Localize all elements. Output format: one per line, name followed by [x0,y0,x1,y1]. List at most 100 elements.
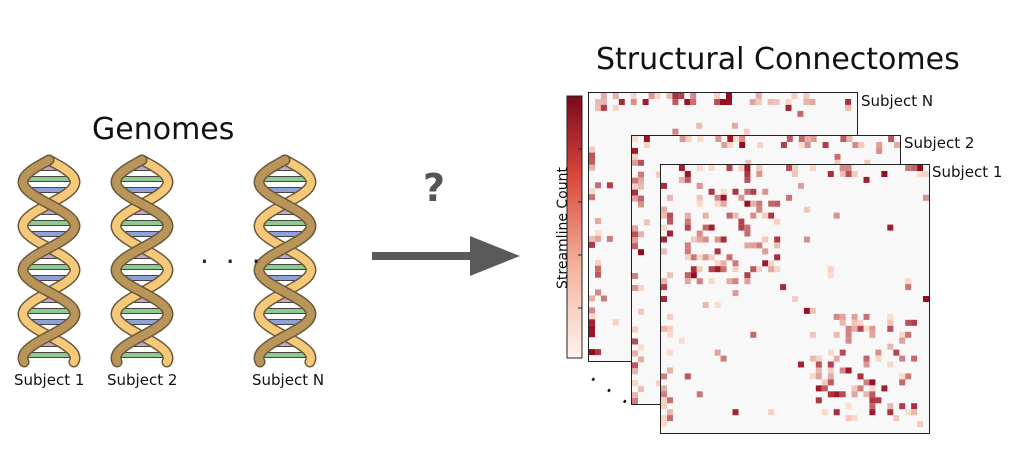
heatmap-cell [863,379,870,386]
heatmap-cell [827,361,834,368]
heatmap-cell [684,242,691,249]
heatmap-cell [684,218,691,225]
heatmap-cell [797,110,804,117]
heatmap-cell [738,194,745,201]
heatmap-cell [696,200,703,207]
heatmap-cell [679,136,686,142]
heatmap-cell [905,165,912,171]
heatmap-cell [612,93,619,99]
heatmap-cell [911,355,918,362]
heatmap-cell [632,225,638,232]
heatmap-cell [869,409,876,416]
heatmap-cell [661,373,667,380]
heatmap-cell [595,235,601,242]
heatmap-cell [857,373,864,380]
heatmap-cell [827,391,834,398]
heatmap-cell [750,266,757,273]
arrow-head [470,236,520,276]
heatmap-cell [845,337,852,344]
heatmap-cell [667,325,673,332]
heatmap-cell [672,128,679,135]
heatmap-cell [632,189,638,196]
heatmap-cell [595,218,601,225]
heatmap-cell [833,212,840,219]
heatmap-cell [815,355,822,362]
heatmap-cell [727,136,734,142]
heatmap-cell [756,200,763,207]
heatmap-cell [720,200,727,207]
heatmap-cell [756,266,763,273]
heatmap-cell [595,259,601,266]
heatmap-cell [917,165,924,171]
dna-strand [111,156,173,366]
heatmap-cell [595,99,601,105]
heatmap-cell [785,99,792,105]
heatmap-cell [887,403,894,410]
heatmap-cell [768,409,775,416]
heatmap-cell [774,266,781,273]
heatmap-cell [638,201,644,208]
heatmap-cell [744,176,751,183]
heatmap-cell [612,104,619,111]
heatmap-cell [840,136,847,142]
heatmap-cell [767,99,774,105]
heatmap-cell [798,182,804,189]
heatmap-cell [600,295,607,302]
heatmap-cell [690,236,697,243]
heatmap-cell [810,136,817,142]
heatmap-cell [863,176,870,183]
heatmap-cell [744,188,751,195]
heatmap-cell [696,122,703,129]
heatmap-cell [809,307,816,314]
heatmap-cell [642,99,649,105]
heatmap-cell [714,93,721,99]
heatmap-cell [851,313,858,320]
connectome-subject-label: Subject 2 [904,134,975,152]
heatmap-cell [762,188,769,195]
heatmap-cell [869,403,876,410]
heatmap-cell [845,325,852,332]
heatmap-cell [821,379,828,386]
heatmap-cell [750,212,757,219]
heatmap-cell [684,254,691,261]
heatmap-cell [911,409,918,416]
heatmap-cell [827,272,834,279]
heatmap-cell [684,248,691,255]
heatmap-cell [786,136,793,142]
heatmap-cell [720,236,727,243]
heatmap-cell [845,415,852,422]
heatmap-cell [899,337,906,344]
heatmap-cell [684,278,691,285]
heatmap-cell [876,147,883,154]
heatmap-cell [667,349,673,356]
heatmap-cell [774,254,781,261]
heatmap-cell [595,289,601,296]
heatmap-cell [864,159,871,166]
heatmap-cell [667,194,673,201]
heatmap-cell [905,409,912,416]
heatmap-cell [638,231,644,238]
heatmap-cell [702,254,709,261]
heatmap-cell [888,136,895,142]
heatmap-cell [661,284,667,291]
heatmap-cell [661,248,667,255]
heatmap-cell [684,272,691,279]
heatmap-cell [845,367,852,374]
heatmap-cell [809,165,816,171]
heatmap-cell [863,355,870,362]
heatmap-cell [714,99,721,105]
heatmap-cell [589,295,595,302]
heatmap-cell [738,224,745,231]
heatmap-cell [684,171,691,177]
heatmap-cell [833,391,840,398]
heatmap-cell [869,331,876,338]
heatmap-cell [911,319,918,326]
heatmap-cell [899,373,906,380]
heatmap-cell [792,296,798,302]
heatmap-cell [638,183,644,190]
heatmap-cell [643,142,650,148]
heatmap-cell [875,355,882,362]
heatmap-cell [708,254,715,261]
heatmap-cell [815,361,822,368]
heatmap-cell [733,136,740,142]
